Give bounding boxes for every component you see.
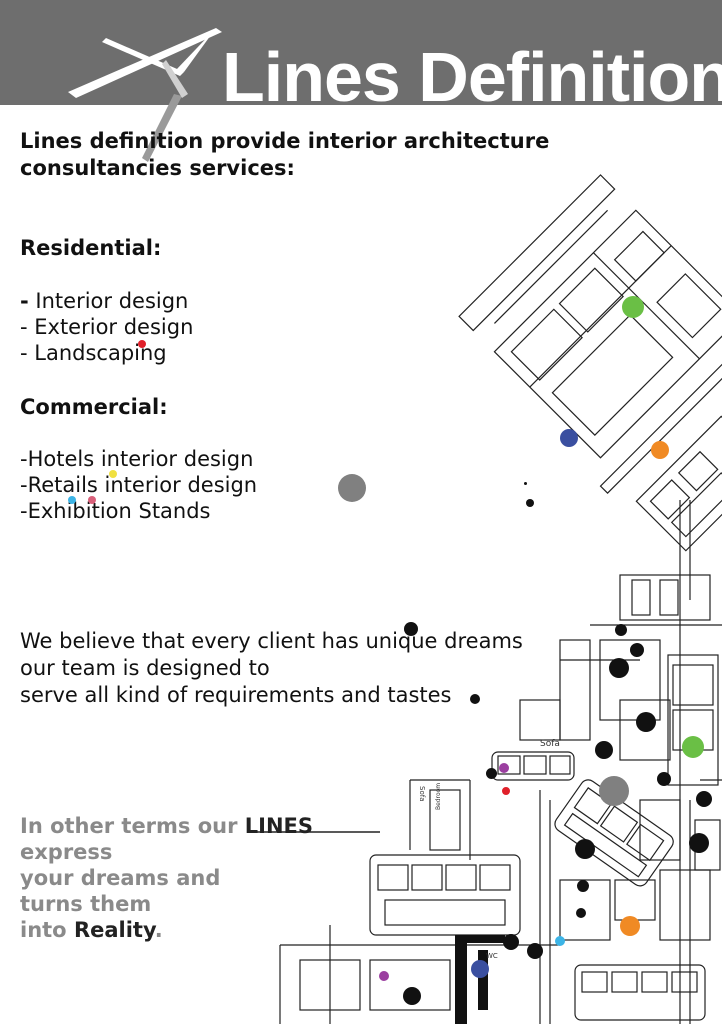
commercial-item-1: -Hotels interior design — [20, 447, 254, 471]
commercial-item-3: -Exhibition Stands — [20, 499, 211, 523]
residential-item-1-label: Interior design — [35, 289, 189, 313]
black-dot — [630, 643, 644, 657]
closing-text: In other terms our LINES express your dr… — [20, 813, 313, 943]
plan-label-wc: WC — [486, 952, 498, 960]
black-dot — [527, 943, 543, 959]
black-dot — [524, 482, 527, 485]
closing-line-1: In other terms our LINES — [20, 813, 313, 839]
closing-line-3: your dreams and — [20, 866, 221, 890]
closing-line-2: express — [20, 840, 113, 864]
black-dot — [526, 499, 534, 507]
black-dot — [577, 880, 589, 892]
reality-word: Reality — [73, 918, 155, 942]
intro-text: Lines definition provide interior archit… — [20, 128, 549, 182]
green-dot — [682, 736, 704, 758]
black-dot — [657, 772, 671, 786]
blue-dot — [471, 960, 489, 978]
intro-line-1: Lines definition provide interior archit… — [20, 129, 550, 153]
intro-line-2: consultancies services: — [20, 156, 295, 180]
closing-prefix: In other terms our — [20, 814, 238, 838]
plan-label-sofa: Sofa — [540, 739, 560, 749]
closing-line-4: turns them — [20, 892, 152, 916]
residential-item-1: - Interior design — [20, 288, 188, 314]
black-dot — [403, 987, 421, 1005]
green-dot — [622, 296, 644, 318]
purple-dot — [379, 971, 389, 981]
commercial-item-2: -Retails interior design — [20, 473, 258, 497]
black-dot — [689, 833, 709, 853]
item-dash: - — [20, 289, 29, 313]
black-dot — [470, 694, 480, 704]
logo-lines-icon — [68, 28, 222, 162]
purple-dot — [499, 763, 509, 773]
lines-underline — [255, 831, 380, 833]
red-dot — [138, 340, 146, 348]
closing-line-5: into Reality. — [20, 917, 313, 943]
black-dot — [636, 712, 656, 732]
black-dot — [576, 908, 586, 918]
belief-line-1: We believe that every client has unique … — [20, 629, 523, 653]
pink-dot — [88, 496, 96, 504]
black-dot — [503, 934, 519, 950]
header-band — [0, 0, 722, 105]
commercial-heading: Commercial: — [20, 395, 168, 419]
yellow-dot — [109, 470, 117, 478]
closing-into: into — [20, 918, 67, 942]
orange-dot — [651, 441, 669, 459]
belief-text: We believe that every client has unique … — [20, 628, 523, 709]
black-dot — [609, 658, 629, 678]
black-dot — [615, 624, 627, 636]
gray-dot — [599, 776, 629, 806]
plan-label-sofa-2: Sofa — [418, 786, 426, 801]
brand-title: Lines Definition — [222, 38, 722, 116]
black-dot — [595, 741, 613, 759]
cyan-dot — [68, 496, 76, 504]
gray-dot — [338, 474, 366, 502]
lines-word: LINES — [244, 814, 314, 838]
belief-line-3: serve all kind of requirements and taste… — [20, 683, 452, 707]
belief-line-2: our team is designed to — [20, 656, 270, 680]
red-dot — [502, 787, 510, 795]
black-dot — [696, 791, 712, 807]
black-dot — [486, 768, 497, 779]
black-dot — [575, 839, 595, 859]
black-dot — [404, 622, 418, 636]
plan-label-bedroom: Bedroom — [435, 783, 442, 810]
closing-period: . — [154, 918, 163, 942]
orange-dot — [620, 916, 640, 936]
blue-dot — [560, 429, 578, 447]
residential-item-2: - Exterior design — [20, 315, 194, 339]
cyan-dot — [555, 936, 565, 946]
residential-heading: Residential: — [20, 236, 162, 260]
